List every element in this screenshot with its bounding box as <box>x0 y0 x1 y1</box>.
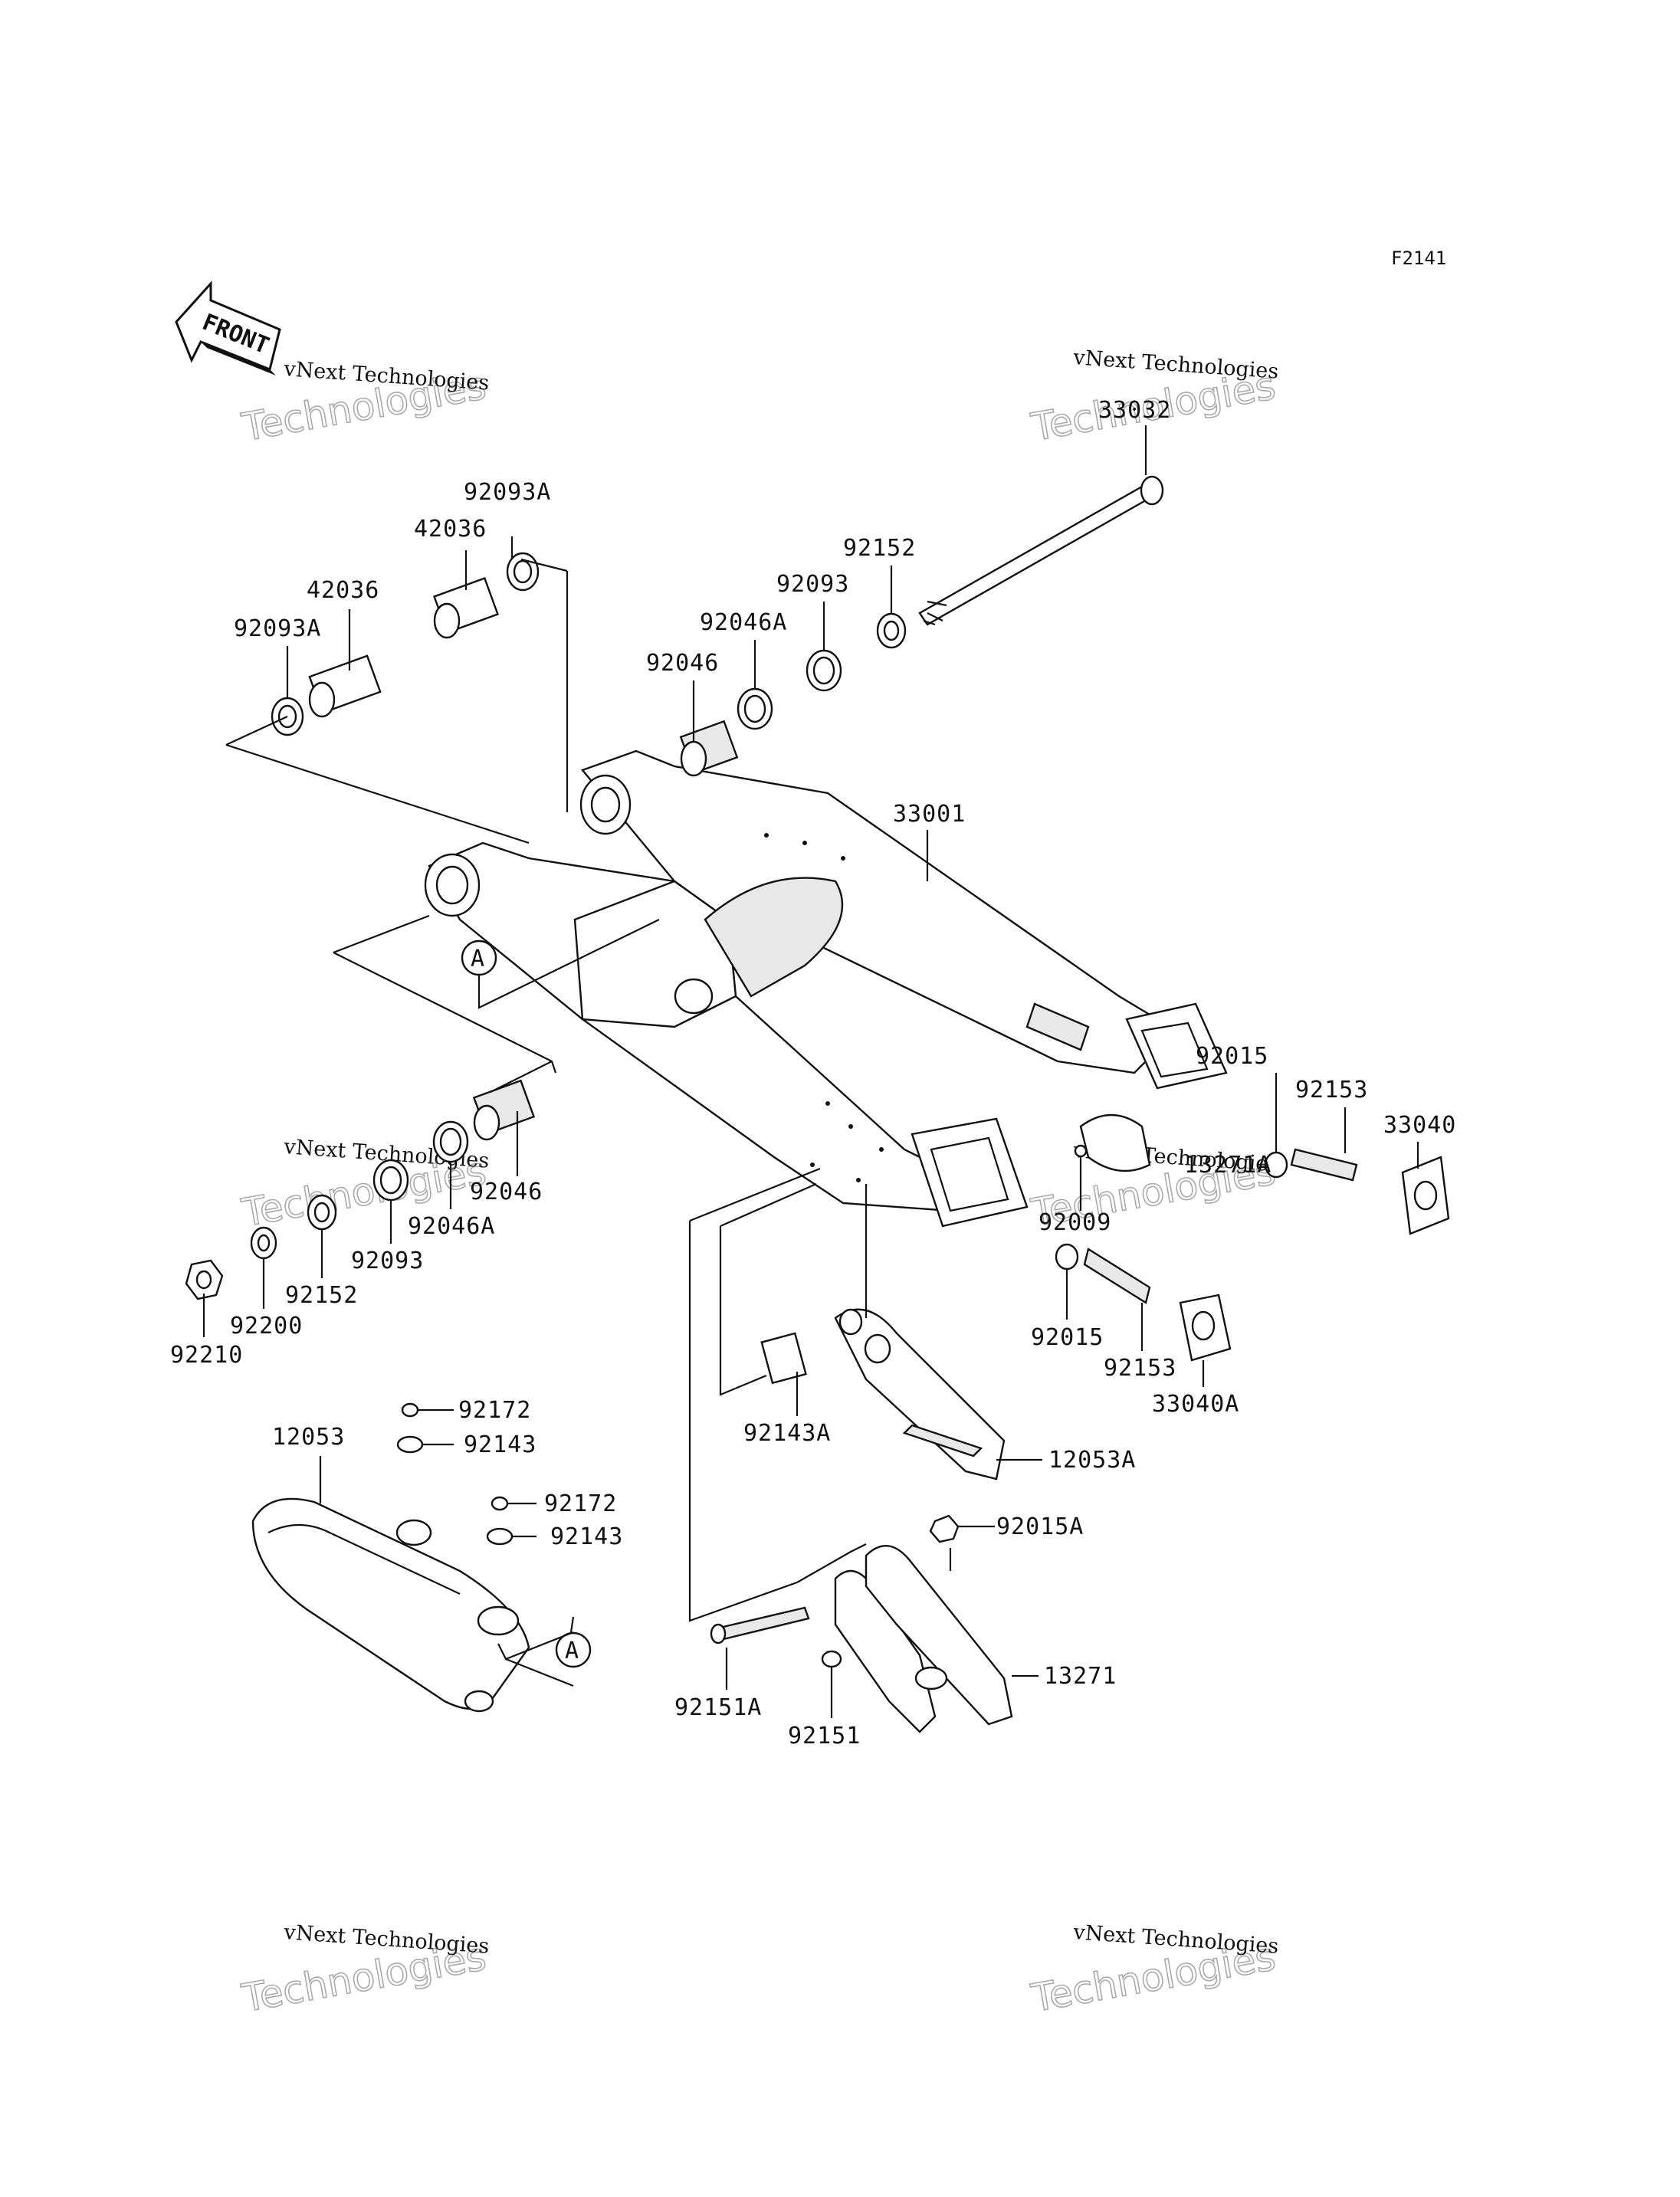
label-92143A: 92143A <box>743 1420 831 1447</box>
plate-13271A <box>1079 1113 1151 1172</box>
block-33040 <box>1401 1156 1450 1235</box>
label-92200: 92200 <box>230 1313 303 1340</box>
swingarm-33001 <box>424 749 1228 1228</box>
seal-92046A-top <box>737 687 773 730</box>
label-33001: 33001 <box>893 801 966 828</box>
leader-lines <box>202 425 1419 1718</box>
bolt-92009 <box>1074 1144 1088 1158</box>
part-labels: 33032 92093A 42036 42036 92093A 92152 92… <box>170 397 1456 1749</box>
watermark-bottom-left: Technologies vNext Technologies <box>238 1920 490 2022</box>
label-92151A: 92151A <box>674 1694 762 1721</box>
bolt-92151A <box>710 1606 810 1644</box>
chain-slider-12053 <box>251 1497 530 1713</box>
label-92143-a: 92143 <box>464 1431 536 1458</box>
figure-code: F2141 <box>1391 248 1446 269</box>
label-92015-right: 92015 <box>1196 1043 1268 1070</box>
screw-92172-a <box>401 1402 419 1418</box>
label-92046A-top: 92046A <box>700 609 787 636</box>
callout-a-lower: A <box>555 1631 592 1668</box>
pivot-shaft-33032 <box>918 475 1164 626</box>
chain-guide-12053A <box>834 1308 1006 1481</box>
label-42036-top: 42036 <box>414 516 487 543</box>
label-92046A-low: 92046A <box>408 1213 495 1240</box>
sleeve-42036-top <box>433 576 499 639</box>
label-92152-low: 92152 <box>285 1282 358 1309</box>
sleeve-42036-left <box>308 654 382 718</box>
bearing-92046-low <box>472 1079 536 1141</box>
watermark-top-left: Technologies vNext Technologies <box>238 357 490 451</box>
svg-text:vNext Technologies: vNext Technologies <box>1072 346 1280 384</box>
label-92093-top: 92093 <box>776 571 849 598</box>
label-92009: 92009 <box>1039 1209 1111 1236</box>
label-92152-top: 92152 <box>843 535 916 562</box>
block-33040A <box>1179 1294 1232 1362</box>
washer-92143-b <box>486 1527 514 1546</box>
label-13271: 13271 <box>1044 1663 1117 1690</box>
washer-92143-a <box>396 1435 424 1454</box>
label-92015A: 92015A <box>996 1513 1084 1540</box>
label-92046-low: 92046 <box>470 1179 543 1205</box>
nut-92015-mid <box>1055 1243 1079 1271</box>
washer-92152-top <box>876 612 907 649</box>
bolt-92153-mid <box>1083 1248 1151 1304</box>
label-33040: 33040 <box>1383 1112 1456 1139</box>
label-42036-left: 42036 <box>307 577 379 604</box>
label-92093A-left: 92093A <box>234 615 321 642</box>
label-92093-low: 92093 <box>351 1248 424 1274</box>
seal-92093-top <box>806 649 842 692</box>
label-13271A: 13271A <box>1184 1152 1271 1179</box>
label-92153-right: 92153 <box>1295 1077 1368 1103</box>
collar-92143A <box>760 1332 807 1385</box>
washer-92152-low <box>307 1194 337 1231</box>
label-92015-mid: 92015 <box>1031 1324 1104 1351</box>
svg-text:A: A <box>565 1638 579 1664</box>
bolt-92153-right <box>1290 1148 1358 1182</box>
seal-92093-low <box>372 1159 409 1202</box>
seal-92046A-low <box>432 1120 469 1163</box>
chain-guard-13271 <box>834 1545 1013 1733</box>
bearing-92046-top <box>679 720 739 777</box>
label-92210: 92210 <box>170 1342 243 1369</box>
label-92151: 92151 <box>788 1723 861 1749</box>
svg-text:A: A <box>471 946 485 972</box>
front-arrow-icon: FRONT <box>175 280 281 375</box>
nut-92210 <box>185 1259 224 1300</box>
label-92172-b: 92172 <box>544 1490 617 1517</box>
label-92172-a: 92172 <box>458 1397 531 1424</box>
screw-92172-b <box>491 1496 509 1511</box>
label-33032: 33032 <box>1098 397 1171 424</box>
washer-92200 <box>250 1226 277 1260</box>
label-92046-top: 92046 <box>646 650 719 677</box>
label-92093A-top: 92093A <box>464 479 551 506</box>
label-92153-mid: 92153 <box>1104 1355 1176 1382</box>
callout-a-upper: A <box>461 939 497 976</box>
watermark-bottom-right: Technologies vNext Technologies <box>1027 1920 1279 2022</box>
label-92143-b: 92143 <box>550 1523 623 1550</box>
label-12053A: 12053A <box>1048 1447 1136 1474</box>
label-33040A: 33040A <box>1152 1391 1239 1418</box>
bolt-92151 <box>821 1650 842 1668</box>
label-12053: 12053 <box>272 1424 345 1451</box>
nut-92015A <box>929 1514 960 1543</box>
